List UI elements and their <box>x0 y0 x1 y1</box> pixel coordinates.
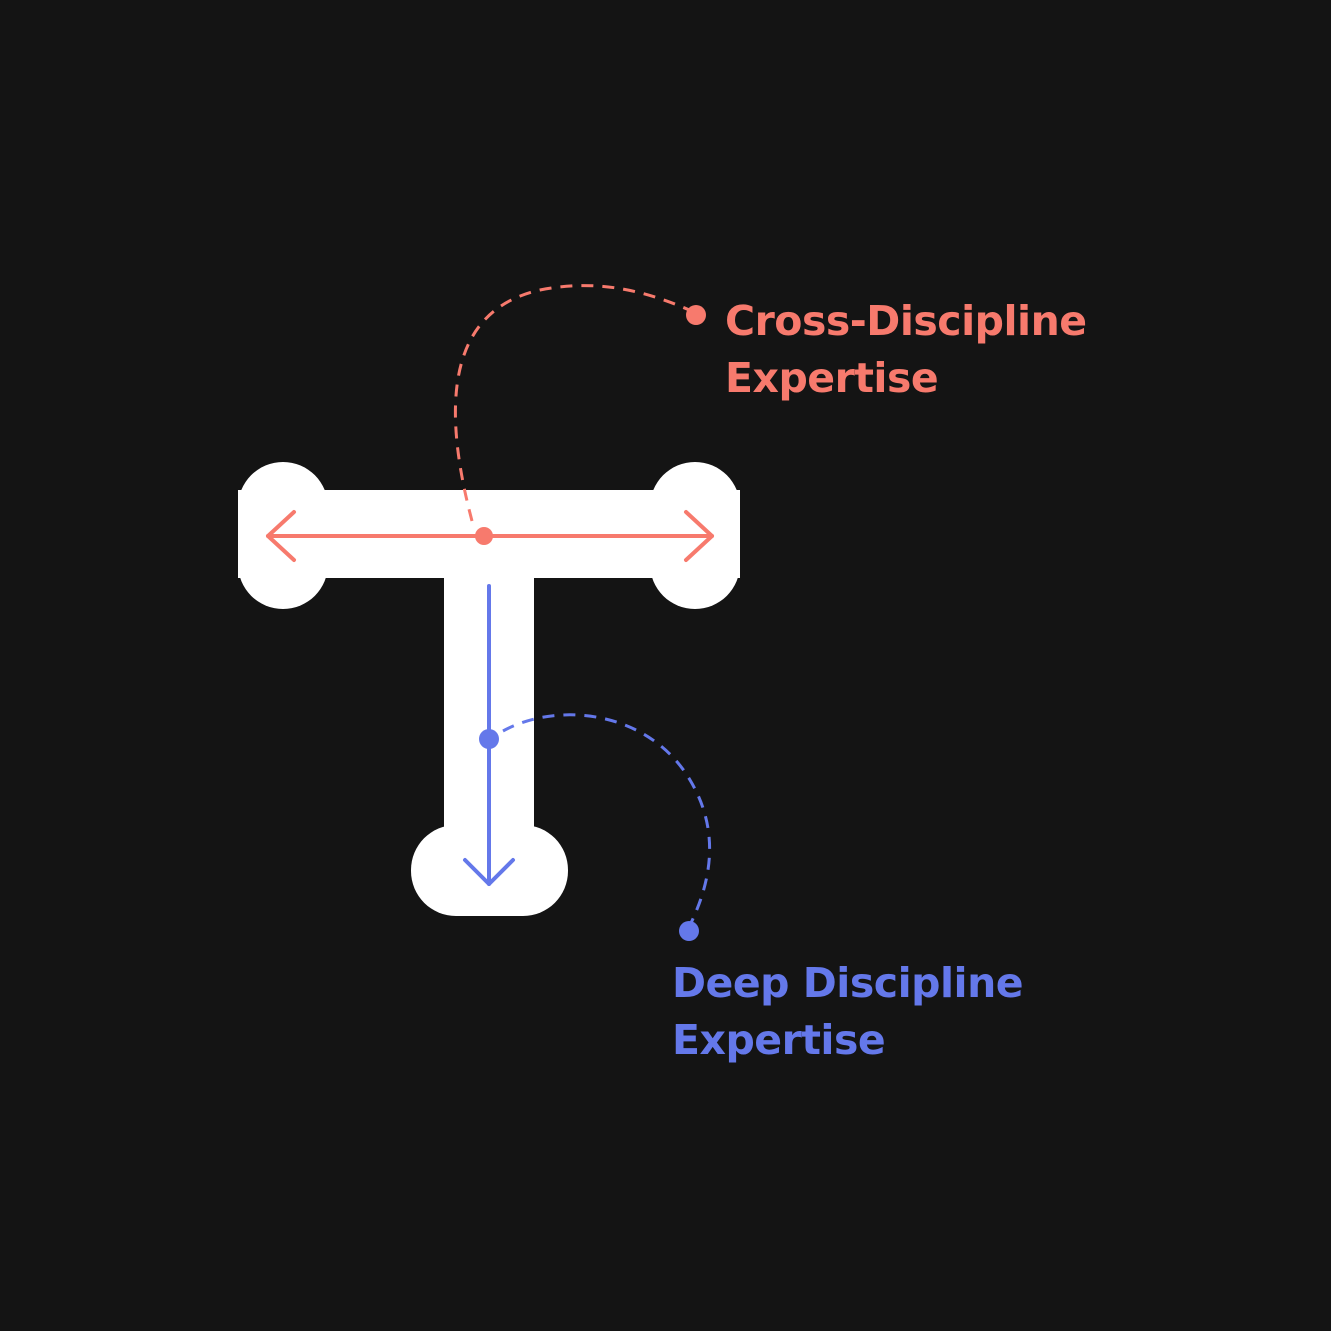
cross-label-line-2: Expertise <box>725 354 939 402</box>
cross-label-line-1: Cross-Discipline <box>725 297 1087 345</box>
deep-label-line-2: Expertise <box>672 1016 886 1064</box>
down-arrowhead <box>463 858 515 886</box>
left-arrowhead <box>266 510 296 562</box>
deep-stem-dot <box>479 729 499 749</box>
cross-connector-dashed-line <box>453 284 697 522</box>
cross-center-dot <box>475 527 493 545</box>
deep-label-line-1: Deep Discipline <box>672 959 1024 1007</box>
cross-discipline-label: Cross-Discipline Expertise <box>725 293 1087 407</box>
right-arrowhead <box>684 510 714 562</box>
cross-label-dot <box>686 305 706 325</box>
deep-discipline-label: Deep Discipline Expertise <box>672 955 1024 1069</box>
deep-label-dot <box>679 921 699 941</box>
